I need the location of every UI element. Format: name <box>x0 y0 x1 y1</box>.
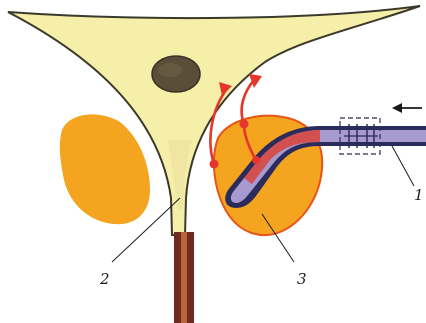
label-1: 1 <box>414 186 424 204</box>
label-3: 3 <box>297 270 307 288</box>
axon-inner <box>181 232 187 323</box>
leader-line-1 <box>392 146 414 186</box>
left-arrow-icon <box>392 103 422 113</box>
label-2: 2 <box>99 270 110 288</box>
nucleus-texture <box>158 63 182 77</box>
left-orange-body <box>60 114 150 224</box>
